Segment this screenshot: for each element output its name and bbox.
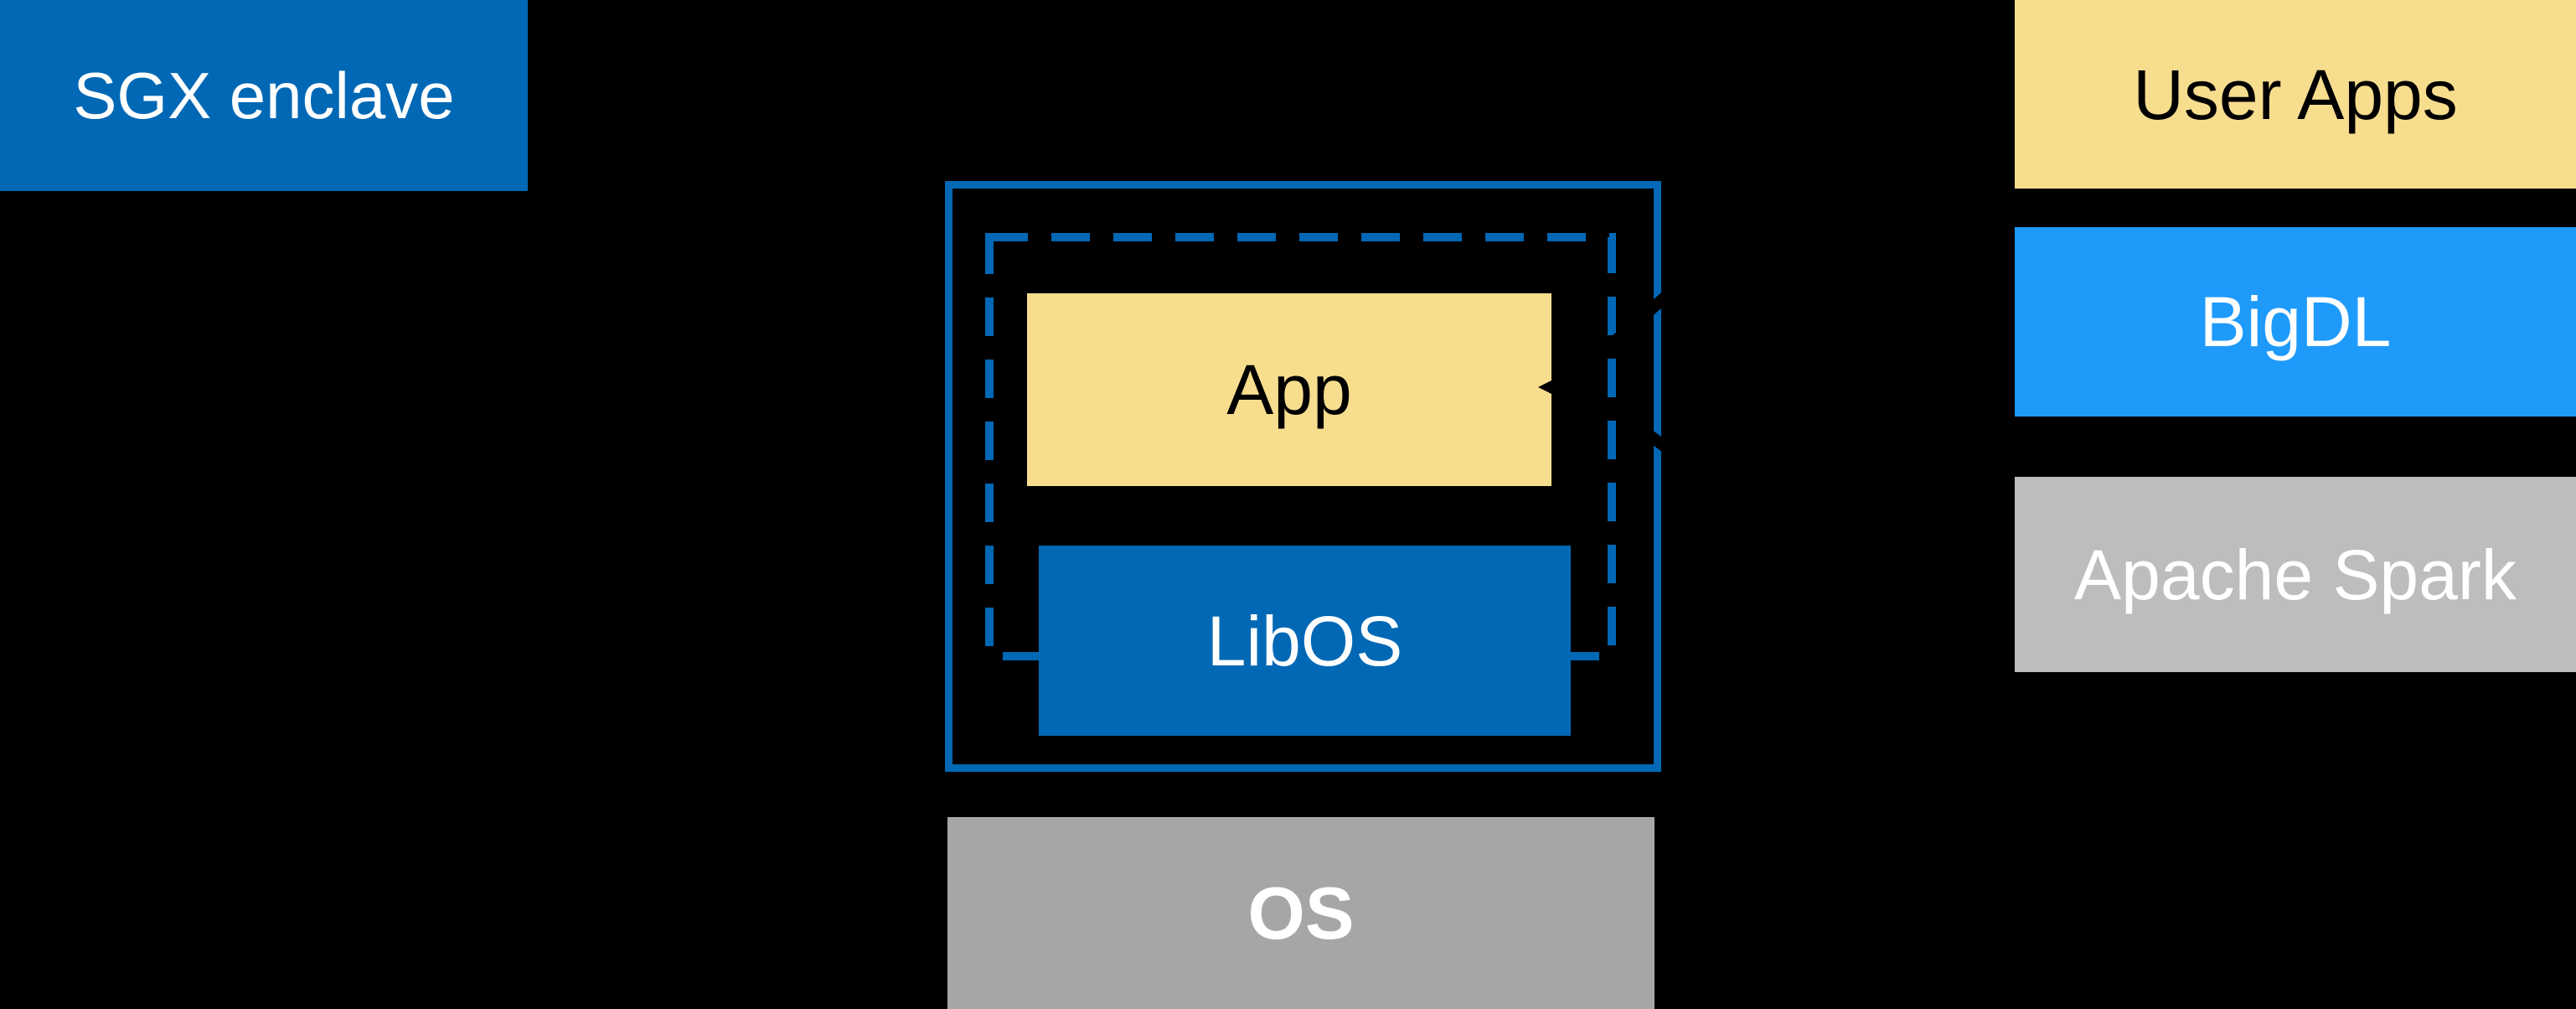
libos-label: LibOS	[1206, 601, 1403, 680]
os-box: OS	[947, 817, 1655, 1009]
apache-spark-label: Apache Spark	[2074, 535, 2517, 614]
arrowhead-left-icon	[516, 498, 548, 531]
app-box: App	[1027, 293, 1551, 486]
app-label: App	[1226, 350, 1352, 429]
sgx-enclave-box: SGX enclave	[0, 0, 528, 191]
libos-box: LibOS	[1039, 546, 1571, 736]
apache-spark-box: Apache Spark	[2015, 477, 2576, 672]
bigdl-box: BigDL	[2015, 227, 2576, 417]
sgx-enclave-label: SGX enclave	[73, 59, 455, 132]
user-apps-label: User Apps	[2133, 54, 2458, 134]
user-apps-box: User Apps	[2015, 0, 2576, 189]
bigdl-label: BigDL	[2199, 282, 2392, 361]
os-label: OS	[1247, 871, 1355, 955]
